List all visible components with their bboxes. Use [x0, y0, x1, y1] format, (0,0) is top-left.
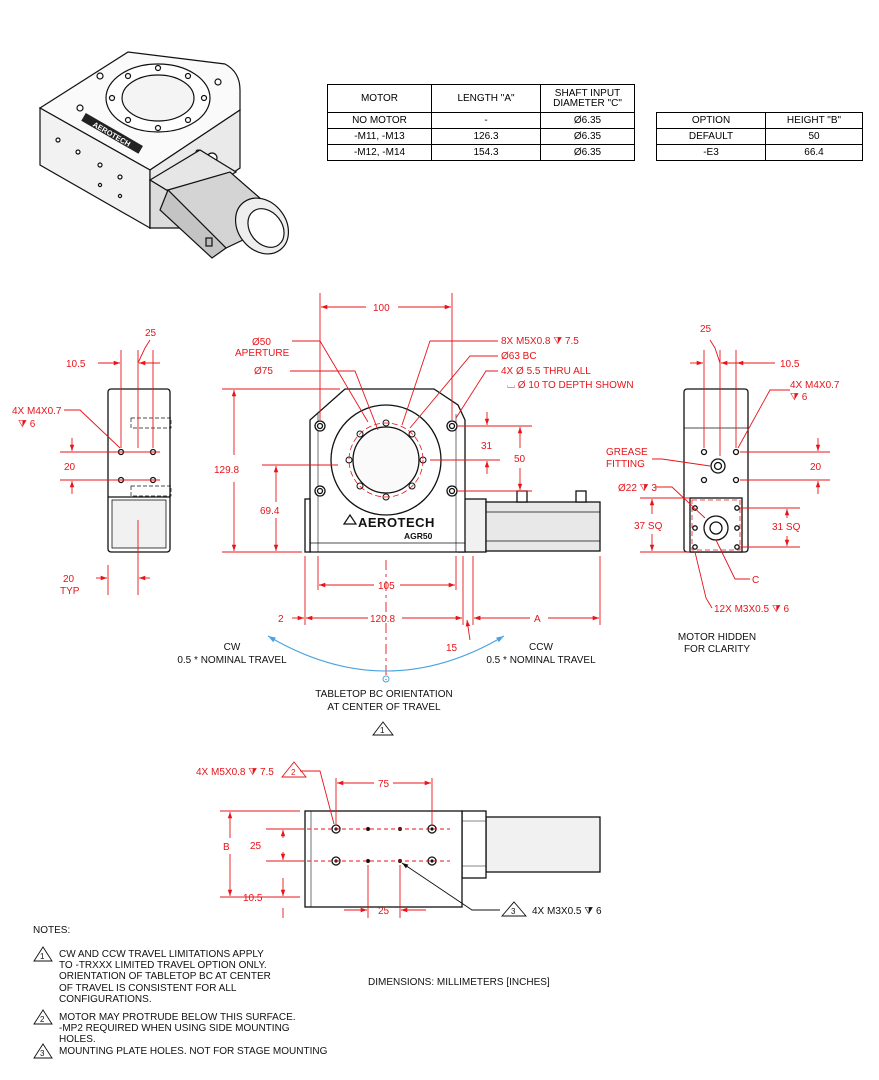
dim-31: 31 [481, 441, 493, 452]
notes-title: NOTES: [33, 925, 71, 936]
right-dim-25: 25 [700, 324, 712, 335]
callout-thru-holes: 4X Ø 5.5 THRU ALL [501, 366, 591, 377]
motor-hidden-caption: MOTOR HIDDEN [678, 632, 756, 643]
right-callout-m4: 4X M4X0.7 [790, 380, 840, 391]
svg-text:3: 3 [40, 1049, 45, 1058]
left-dim-25: 25 [145, 328, 157, 339]
left-side-view: 25 10.5 4X M4X0.7 ⧩ 6 20 20 TYP [12, 328, 172, 597]
dim-69-4: 69.4 [260, 506, 280, 517]
bottom-dim-25-h: 25 [378, 906, 390, 917]
bottom-callout-m3: 4X M3X0.5 ⧩ 6 [532, 906, 602, 917]
bottom-dim-25-v: 25 [250, 841, 262, 852]
label-c: C [752, 575, 759, 586]
right-callout-depth: ⧩ 6 [790, 392, 808, 403]
left-callout-m4: 4X M4X0.7 [12, 406, 62, 417]
height-cell: 66.4 [765, 144, 863, 161]
right-side-view: 25 10.5 4X M4X0.7 ⧩ 6 GREASE FITTING 20 … [606, 324, 840, 655]
bottom-dim-75: 75 [378, 779, 390, 790]
bottom-callout-m5: 4X M5X0.8 ⧩ 7.5 [196, 767, 274, 778]
ccw-label: CCW [529, 642, 553, 653]
length-cell: 154.3 [431, 144, 541, 161]
dim-15: 15 [446, 643, 458, 654]
note-3-triangle-icon [501, 901, 527, 917]
right-callout-m3: 12X M3X0.5 ⧩ 6 [714, 604, 790, 615]
front-view: AEROTECH AGR50 [177, 293, 634, 736]
dia-75: Ø75 [254, 366, 273, 377]
orientation-line2: AT CENTER OF TRAVEL [327, 702, 441, 713]
sq-31: 31 SQ [772, 522, 801, 533]
cw-travel: 0.5 * NOMINAL TRAVEL [177, 655, 287, 666]
shaft-header: SHAFT INPUT DIAMETER "C" [540, 84, 635, 113]
note-2-triangle-icon [281, 761, 307, 778]
dim-100: 100 [373, 303, 390, 314]
motor-table: MOTOR LENGTH "A" SHAFT INPUT DIAMETER "C… [327, 84, 635, 161]
ccw-travel: 0.5 * NOMINAL TRAVEL [486, 655, 596, 666]
grease-label: GREASE [606, 447, 648, 458]
grease-fitting-label: FITTING [606, 459, 645, 470]
dim-120-8: 120.8 [370, 614, 395, 625]
dimensions-units-note: DIMENSIONS: MILLIMETERS [INCHES] [368, 977, 550, 988]
note-ref-1: 1 [380, 726, 385, 735]
dim-50: 50 [514, 454, 526, 465]
note-3-icon: 3 [33, 1043, 53, 1059]
dim-2: 2 [278, 614, 284, 625]
dim-a: A [534, 614, 541, 625]
option-table: OPTION HEIGHT "B" DEFAULT 50 -E3 66.4 [656, 112, 863, 161]
option-cell: -E3 [656, 144, 766, 161]
callout-counterbore: ⌴ Ø 10 TO DEPTH SHOWN [507, 380, 634, 391]
right-dim-20: 20 [810, 462, 822, 473]
motor-hidden-caption-2: FOR CLARITY [684, 644, 750, 655]
aperture-dia: Ø50 [252, 337, 271, 348]
svg-text:1: 1 [40, 952, 45, 961]
dim-105: 105 [378, 581, 395, 592]
right-dim-10-5: 10.5 [780, 359, 800, 370]
left-dim-20-typ: 20 [63, 574, 75, 585]
isometric-view: AEROTECH [38, 51, 290, 259]
brand-logo: AEROTECH [358, 515, 435, 530]
sq-37: 37 SQ [634, 521, 663, 532]
note-2-text: MOTOR MAY PROTRUDE BELOW THIS SURFACE. -… [59, 1012, 296, 1046]
motor-cell: -M12, -M14 [327, 144, 432, 161]
cw-label: CW [224, 642, 241, 653]
shaft-cell: Ø6.35 [540, 144, 635, 161]
left-typ-label: TYP [60, 586, 80, 597]
bottom-dim-10-5: 10.5 [243, 893, 263, 904]
dim-129-8: 129.8 [214, 465, 239, 476]
aperture-label: APERTURE [235, 348, 290, 359]
callout-m5-tapped: 8X M5X0.8 ⧩ 7.5 [501, 336, 579, 347]
left-callout-depth: ⧩ 6 [18, 419, 36, 430]
orientation-line1: TABLETOP BC ORIENTATION [315, 689, 452, 700]
bottom-dim-b: B [223, 842, 230, 853]
callout-bolt-circle: Ø63 BC [501, 351, 537, 362]
note-1-icon: 1 [33, 946, 53, 962]
left-dim-20: 20 [64, 462, 76, 473]
note-1-triangle-icon [372, 721, 394, 736]
note-2-icon: 2 [33, 1009, 53, 1025]
note-3-text: MOUNTING PLATE HOLES. NOT FOR STAGE MOUN… [59, 1046, 328, 1057]
dia-22: Ø22 ⧩ 3 [618, 483, 657, 494]
model-label: AGR50 [404, 531, 433, 541]
left-dim-10-5: 10.5 [66, 359, 86, 370]
bottom-view: 4X M5X0.8 ⧩ 7.5 75 B 25 10.5 25 2 3 4X M… [196, 761, 602, 918]
bottom-note-ref-3: 3 [511, 907, 516, 916]
note-1-text: CW AND CCW TRAVEL LIMITATIONS APPLY TO -… [59, 949, 271, 1005]
bottom-note-ref-2: 2 [291, 768, 296, 777]
svg-text:2: 2 [40, 1015, 45, 1024]
